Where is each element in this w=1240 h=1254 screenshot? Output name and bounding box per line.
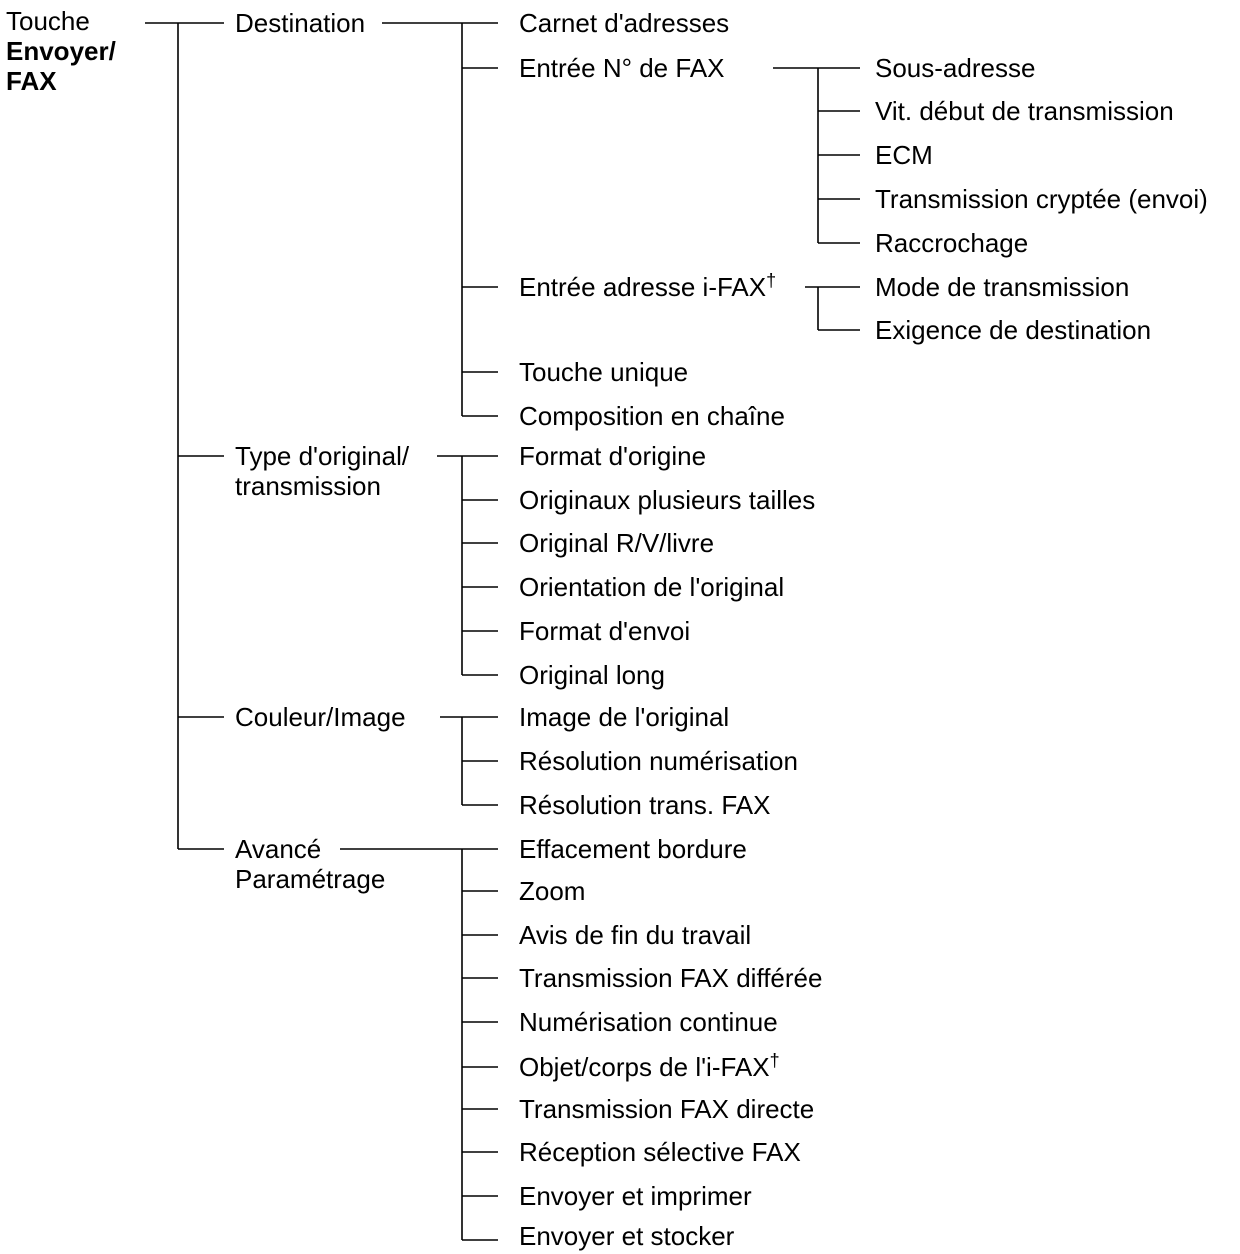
node-type-original-line1: Type d'original/ (235, 441, 410, 471)
type-item: Format d'envoi (519, 616, 691, 646)
couleur-item: Image de l'original (519, 702, 730, 732)
type-item: Original long (519, 660, 665, 690)
type-item: Original R/V/livre (519, 528, 715, 558)
root-line3: FAX (6, 66, 57, 96)
item-composition-chaine: Composition en chaîne (519, 401, 785, 431)
avance-item-zoom: Zoom (519, 876, 586, 906)
root-line1: Touche (6, 6, 90, 36)
ifax-option: Exigence de destination (875, 315, 1152, 345)
ifax-option: Mode de transmission (875, 272, 1130, 302)
dagger-mark: † (769, 1050, 780, 1071)
type-item: Originaux plusieurs tailles (519, 485, 816, 515)
item-carnet-adresses: Carnet d'adresses (519, 8, 730, 38)
node-type-original-line2: transmission (235, 471, 381, 501)
fax-option: Sous-adresse (875, 53, 1036, 83)
avance-item-objet: Objet/corps de l'i-FAX† (519, 1050, 780, 1082)
type-item: Format d'origine (519, 441, 707, 471)
avance-item-imprimer: Envoyer et imprimer (519, 1181, 752, 1211)
fax-option: Raccrochage (875, 228, 1029, 258)
avance-item-continue: Numérisation continue (519, 1007, 778, 1037)
item-entree-ifax: Entrée adresse i-FAX† (519, 270, 777, 302)
avance-item-effacement: Effacement bordure (519, 834, 747, 864)
fax-option: Transmission cryptée (envoi) (875, 184, 1208, 214)
couleur-item: Résolution trans. FAX (519, 790, 771, 820)
root-line2: Envoyer/ (6, 36, 116, 66)
fax-option: ECM (875, 140, 933, 170)
avance-item-stocker: Envoyer et stocker (519, 1221, 735, 1251)
node-destination: Destination (235, 8, 366, 38)
root-label: Touche Envoyer/ FAX (6, 6, 116, 96)
fax-option: Vit. début de transmission (875, 96, 1174, 126)
node-avance-line1: Avancé (235, 834, 322, 864)
node-couleur-image: Couleur/Image (235, 702, 406, 732)
avance-item-avis: Avis de fin du travail (519, 920, 752, 950)
node-type-original: Type d'original/ transmission (235, 441, 409, 501)
avance-item-objet-text: Objet/corps de l'i-FAX (519, 1052, 770, 1082)
item-touche-unique: Touche unique (519, 357, 689, 387)
avance-item-differee: Transmission FAX différée (519, 963, 823, 993)
avance-item-directe: Transmission FAX directe (519, 1094, 815, 1124)
dagger-mark: † (766, 270, 777, 291)
couleur-item: Résolution numérisation (519, 746, 798, 776)
type-item: Orientation de l'original (519, 572, 785, 602)
node-avance-parametrage: Avancé Paramétrage (235, 834, 385, 894)
node-avance-line2: Paramétrage (235, 864, 386, 894)
avance-item-reception: Réception sélective FAX (519, 1137, 801, 1167)
item-entree-fax: Entrée N° de FAX (519, 53, 725, 83)
item-entree-ifax-text: Entrée adresse i-FAX (519, 272, 767, 302)
